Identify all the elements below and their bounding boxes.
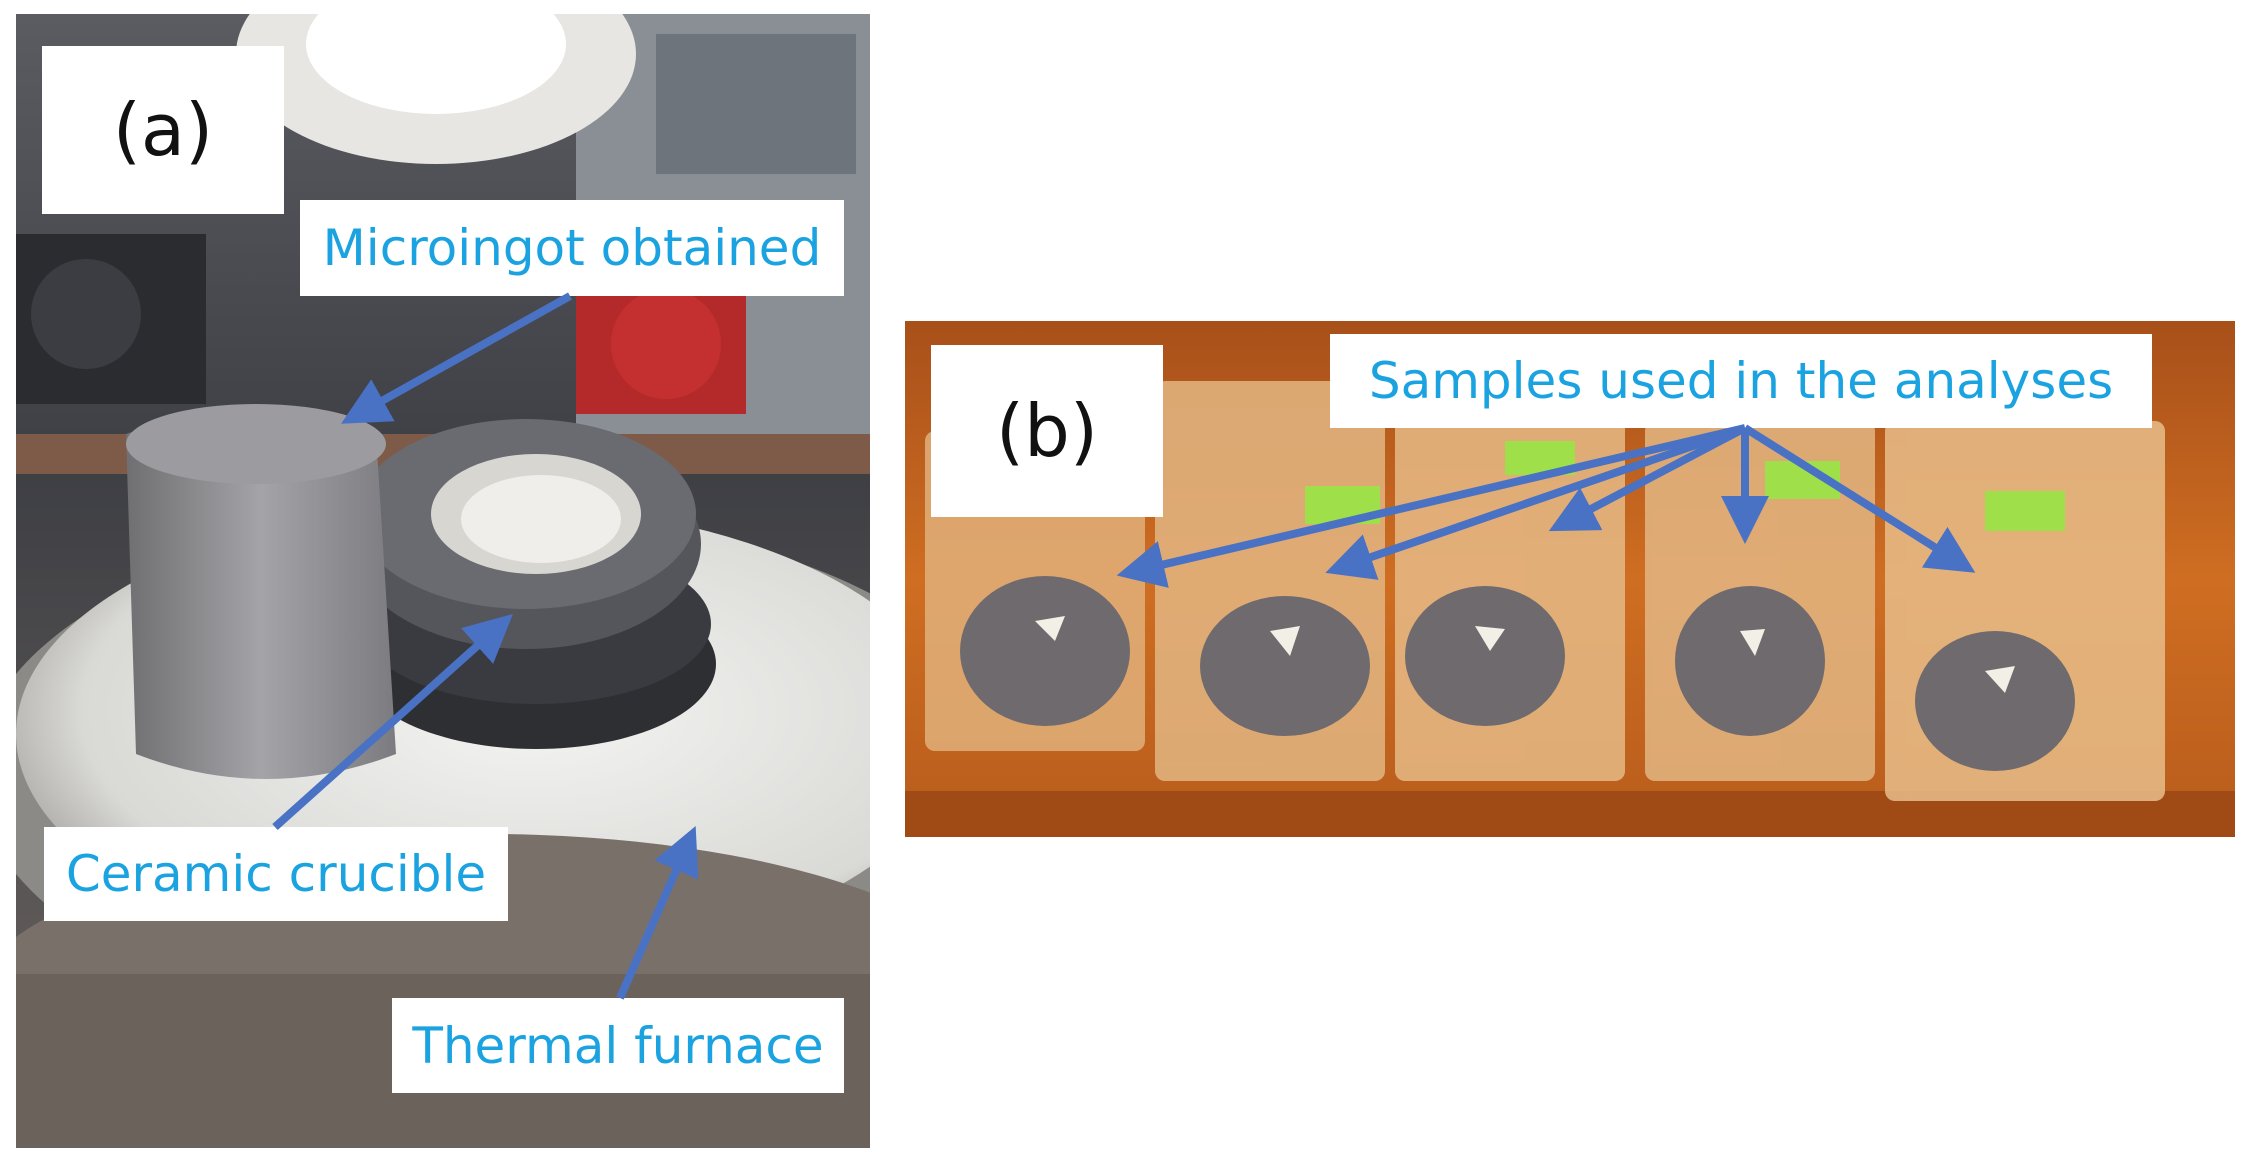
microingot-label: Microingot obtained xyxy=(300,200,844,296)
samples-arrow-1 xyxy=(1116,424,1746,588)
samples-arrow-3 xyxy=(1548,424,1747,532)
panel-b-tag: (b) xyxy=(931,345,1163,517)
crucible-label: Ceramic crucible xyxy=(44,827,508,921)
crucible-arrow xyxy=(272,613,513,830)
microingot-arrow xyxy=(341,292,572,424)
furnace-arrow xyxy=(616,826,699,1000)
samples-label: Samples used in the analyses xyxy=(1330,334,2152,428)
panel-a-tag: (a) xyxy=(42,46,284,214)
furnace-label: Thermal furnace xyxy=(392,998,844,1093)
samples-arrow-5 xyxy=(1742,424,1976,573)
samples-arrow-2 xyxy=(1325,424,1747,580)
